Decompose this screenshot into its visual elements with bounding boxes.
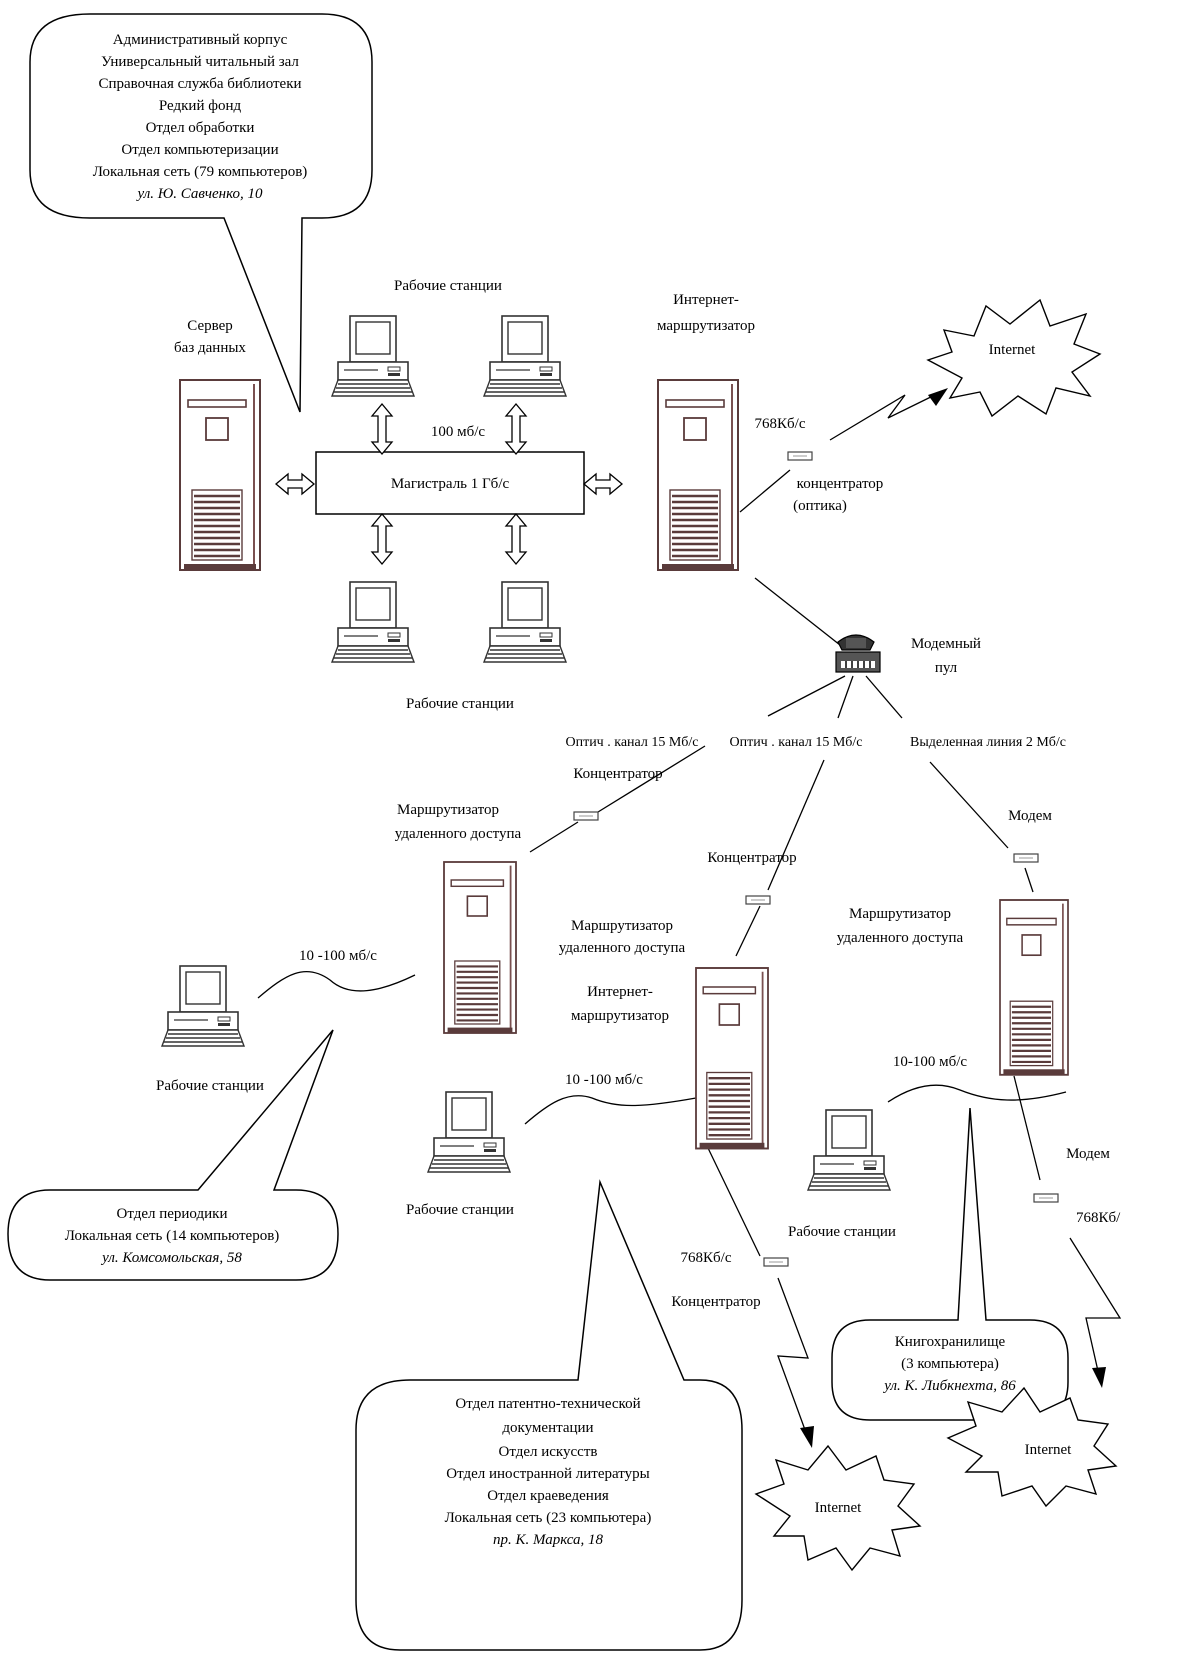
remote-router-left-icon	[442, 860, 518, 1035]
admin-line-4: Редкий фонд	[159, 98, 242, 114]
workstation-bottom-right-icon	[483, 581, 567, 663]
internet-top-label: Internet	[989, 342, 1036, 358]
speed-center-label: 10 -100 мб/с	[565, 1072, 643, 1088]
workstation-center-icon	[427, 1091, 511, 1173]
hub-bottom-icon	[763, 1257, 789, 1267]
workstation-right-icon	[807, 1109, 891, 1191]
workstation-top-left-icon	[331, 315, 415, 397]
labels: Сервер баз данных Рабочие станции Рабочи…	[156, 278, 1121, 1310]
storage-address: ул. К. Либкнехта, 86	[882, 1378, 1016, 1394]
modem-bottom-right-icon	[1033, 1193, 1059, 1203]
arrow-right	[583, 473, 623, 495]
speed-left-label: 10 -100 мб/с	[299, 948, 377, 964]
storage-line-2: (3 компьютера)	[901, 1356, 999, 1372]
workstations-bottom-label: Рабочие станции	[406, 696, 514, 712]
hub-left-label: Концентратор	[573, 766, 662, 782]
modem-right-icon	[1013, 853, 1039, 863]
patent-line-3: Отдел искусств	[499, 1444, 598, 1460]
workstations-left-label: Рабочие станции	[156, 1078, 264, 1094]
speed-768-right-label: 768Кб/	[1076, 1210, 1121, 1226]
internet-cloud-bottom-right: Internet	[946, 1386, 1118, 1508]
admin-line-6: Отдел компьютеризации	[121, 142, 278, 158]
connection-lines	[257, 388, 1122, 1448]
patent-address: пр. К. Маркса, 18	[493, 1532, 603, 1548]
modem-bottom-right-label: Модем	[1066, 1146, 1110, 1162]
inet-router-center-label-2: маршрутизатор	[571, 1008, 669, 1024]
speed-768-main-label: 768Кб/с	[755, 416, 806, 432]
admin-line-2: Универсальный читальный зал	[101, 54, 299, 70]
hub-optic-label-2: (оптика)	[793, 498, 847, 514]
remote-router-center-label-1: Маршрутизатор	[571, 918, 673, 934]
speed-100-label: 100 мб/с	[431, 424, 486, 440]
speed-768-center-label: 768Кб/с	[681, 1250, 732, 1266]
periodicals-line-2: Локальная сеть (14 компьютеров)	[65, 1228, 280, 1244]
modem-pool-icon	[835, 634, 881, 673]
arrow-bottom-left	[371, 513, 393, 565]
channel-dedicated-label: Выделенная линия 2 Мб/с	[910, 735, 1066, 750]
speed-right-label: 10-100 мб/с	[893, 1054, 968, 1070]
main-router-label-2: маршрутизатор	[657, 318, 755, 334]
admin-line-7: Локальная сеть (79 компьютеров)	[93, 164, 308, 180]
internet-bottom-center-label: Internet	[815, 1500, 862, 1516]
arrow-left	[275, 473, 315, 495]
remote-router-right-label-1: Маршрутизатор	[849, 906, 951, 922]
arrow-top-right	[505, 403, 527, 455]
db-server-icon	[178, 378, 262, 572]
backbone-label: Магистраль 1 Гб/с	[391, 476, 510, 492]
bubble-storage: Книгохранилище (3 компьютера) ул. К. Либ…	[831, 1107, 1069, 1421]
admin-line-3: Справочная служба библиотеки	[98, 76, 301, 92]
arrow-top-left	[371, 403, 393, 455]
hub-optic-label-1: концентратор	[797, 476, 884, 492]
bubble-patent: Отдел патентно-технической документации …	[355, 1179, 743, 1651]
channel-optic-1-label: Оптич . канал 15 Мб/с	[565, 735, 698, 750]
storage-line-1: Книгохранилище	[895, 1334, 1006, 1350]
remote-router-right-label-2: удаленного доступа	[837, 930, 964, 946]
hub-bottom-label: Концентратор	[671, 1294, 760, 1310]
db-server-label-2: баз данных	[174, 340, 246, 356]
patent-line-4: Отдел иностранной литературы	[446, 1466, 649, 1482]
patent-line-1: Отдел патентно-технической	[455, 1396, 640, 1412]
workstations-center-label: Рабочие станции	[406, 1202, 514, 1218]
admin-line-1: Административный корпус	[113, 32, 288, 48]
workstation-bottom-left-icon	[331, 581, 415, 663]
main-router-label-1: Интернет-	[673, 292, 739, 308]
modem-pool-label-1: Модемный	[911, 636, 981, 652]
backbone-box: Магистраль 1 Гб/с	[315, 451, 585, 515]
hub-center-icon	[745, 895, 771, 905]
hub-optic-icon	[787, 451, 813, 461]
main-internet-router-icon	[656, 378, 740, 572]
internet-bottom-right-label: Internet	[1025, 1442, 1072, 1458]
internet-cloud-top: Internet	[926, 298, 1102, 418]
periodicals-address: ул. Комсомольская, 58	[100, 1250, 242, 1266]
workstations-right-label: Рабочие станции	[788, 1224, 896, 1240]
hub-center-label: Концентратор	[707, 850, 796, 866]
remote-router-right-icon	[998, 898, 1070, 1076]
bubble-admin: Административный корпус Универсальный чи…	[29, 13, 373, 413]
workstations-top-label: Рабочие станции	[394, 278, 502, 294]
admin-address: ул. Ю. Савченко, 10	[135, 186, 263, 202]
hub-left-icon	[573, 811, 599, 821]
remote-router-left-label-2: удаленного доступа	[395, 826, 522, 842]
modem-right-label: Модем	[1008, 808, 1052, 824]
arrow-bottom-right	[505, 513, 527, 565]
modem-pool-label-2: пул	[935, 660, 958, 676]
admin-line-5: Отдел обработки	[146, 120, 255, 136]
workstation-left-icon	[161, 965, 245, 1047]
remote-router-center-label-2: удаленного доступа	[559, 940, 686, 956]
db-server-label-1: Сервер	[187, 318, 233, 334]
channel-optic-2-label: Оптич . канал 15 Мб/с	[729, 735, 862, 750]
workstation-top-right-icon	[483, 315, 567, 397]
bubble-periodicals: Отдел периодики Локальная сеть (14 компь…	[7, 1029, 339, 1281]
center-router-icon	[694, 966, 770, 1150]
remote-router-left-label-1: Маршрутизатор	[397, 802, 499, 818]
internet-cloud-bottom-center: Internet	[754, 1444, 922, 1572]
patent-line-5: Отдел краеведения	[487, 1488, 609, 1504]
patent-line-2: документации	[502, 1420, 593, 1436]
patent-line-6: Локальная сеть (23 компьютера)	[445, 1510, 652, 1526]
periodicals-line-1: Отдел периодики	[117, 1206, 228, 1222]
inet-router-center-label-1: Интернет-	[587, 984, 653, 1000]
